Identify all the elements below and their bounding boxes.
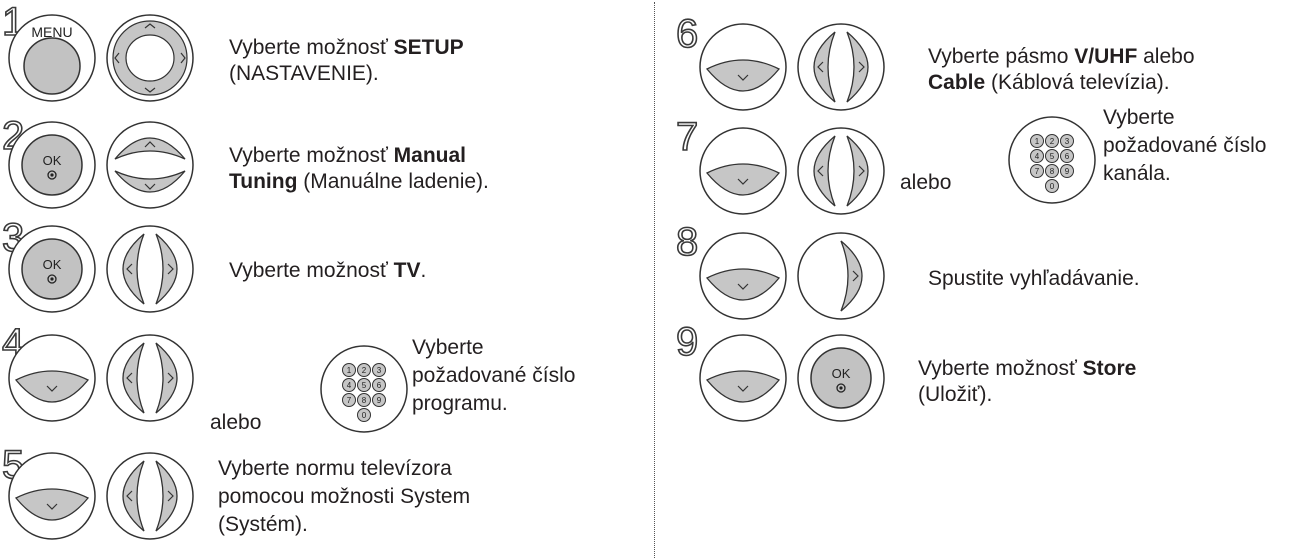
down-button[interactable] xyxy=(6,452,98,540)
column-divider xyxy=(654,2,655,558)
down-button[interactable] xyxy=(697,23,789,111)
keypad-key-2[interactable]: 2 xyxy=(357,363,371,377)
keypad-key-9[interactable]: 9 xyxy=(372,393,386,407)
ok-button[interactable]: OK xyxy=(6,121,98,209)
step-6-text: Vyberte pásmo V/UHF alebo Cable (Káblová… xyxy=(928,45,1195,94)
svg-text:2: 2 xyxy=(1050,137,1055,146)
alebo-text: alebo xyxy=(900,171,952,194)
svg-text:8: 8 xyxy=(1050,167,1055,176)
down-button[interactable] xyxy=(697,127,789,215)
svg-text:OK: OK xyxy=(43,153,62,168)
step-number: 9 xyxy=(675,320,699,364)
keypad-key-1[interactable]: 1 xyxy=(1030,134,1044,148)
keypad-key-8[interactable]: 8 xyxy=(357,393,371,407)
keypad-key-3[interactable]: 3 xyxy=(372,363,386,377)
keypad-key-3[interactable]: 3 xyxy=(1060,134,1074,148)
down-button[interactable] xyxy=(6,334,98,422)
keypad-key-7[interactable]: 7 xyxy=(342,393,356,407)
keypad-key-5[interactable]: 5 xyxy=(357,378,371,392)
step-1-text: Vyberte možnosť SETUP (NASTAVENIE). xyxy=(229,36,464,85)
svg-text:6: 6 xyxy=(1065,152,1070,161)
step-4-text: Vyberte požadované číslo programu. xyxy=(412,336,576,415)
svg-text:5: 5 xyxy=(1050,152,1055,161)
right-button[interactable] xyxy=(795,232,887,320)
step-5-text: Vyberte normu televízora pomocou možnost… xyxy=(218,457,471,536)
svg-text:3: 3 xyxy=(1065,137,1070,146)
number-keypad[interactable]: 1 2 3 4 5 6 7 8 9 0 xyxy=(1006,116,1098,204)
svg-text:OK: OK xyxy=(832,366,851,381)
up-down-button[interactable] xyxy=(104,121,196,209)
svg-text:4: 4 xyxy=(347,381,352,390)
step-3-text: Vyberte možnosť TV. xyxy=(229,259,427,282)
svg-text:0: 0 xyxy=(1050,182,1055,191)
ok-button[interactable]: OK xyxy=(795,334,887,422)
down-button[interactable] xyxy=(697,334,789,422)
left-right-button[interactable] xyxy=(795,23,887,111)
keypad-key-0[interactable]: 0 xyxy=(357,408,371,422)
left-right-button[interactable] xyxy=(104,334,196,422)
svg-text:2: 2 xyxy=(362,366,367,375)
svg-text:9: 9 xyxy=(1065,167,1070,176)
keypad-key-5[interactable]: 5 xyxy=(1045,149,1059,163)
keypad-key-0[interactable]: 0 xyxy=(1045,179,1059,193)
step-2-text: Vyberte možnosť Manual Tuning (Manuálne … xyxy=(229,144,489,193)
number-keypad[interactable]: 1 2 3 4 5 6 7 8 9 0 xyxy=(318,345,410,433)
down-button[interactable] xyxy=(697,232,789,320)
keypad-key-2[interactable]: 2 xyxy=(1045,134,1059,148)
step-8-text: Spustite vyhľadávanie. xyxy=(928,267,1140,290)
svg-text:3: 3 xyxy=(377,366,382,375)
svg-text:6: 6 xyxy=(377,381,382,390)
step-9-text: Vyberte možnosť Store (Uložiť). xyxy=(918,357,1137,406)
svg-text:5: 5 xyxy=(362,381,367,390)
keypad-key-6[interactable]: 6 xyxy=(372,378,386,392)
left-right-button[interactable] xyxy=(104,452,196,540)
left-right-button[interactable] xyxy=(104,225,196,313)
keypad-key-4[interactable]: 4 xyxy=(1030,149,1044,163)
step-number: 6 xyxy=(675,12,699,56)
svg-text:8: 8 xyxy=(362,396,367,405)
menu-button[interactable]: MENU xyxy=(6,14,98,102)
menu-label: MENU xyxy=(31,24,72,40)
svg-text:0: 0 xyxy=(362,411,367,420)
ok-button[interactable]: OK xyxy=(6,225,98,313)
step-7-text: Vyberte požadované číslo kanála. xyxy=(1103,106,1267,185)
keypad-key-4[interactable]: 4 xyxy=(342,378,356,392)
svg-text:9: 9 xyxy=(377,396,382,405)
svg-text:OK: OK xyxy=(43,257,62,272)
svg-text:7: 7 xyxy=(347,396,352,405)
step-number: 8 xyxy=(675,220,699,264)
step-number: 7 xyxy=(675,115,699,159)
alebo-text: alebo xyxy=(210,411,262,434)
keypad-key-7[interactable]: 7 xyxy=(1030,164,1044,178)
svg-text:4: 4 xyxy=(1035,152,1040,161)
left-right-button[interactable] xyxy=(795,127,887,215)
svg-text:1: 1 xyxy=(1035,137,1040,146)
svg-text:1: 1 xyxy=(347,366,352,375)
navigation-pad[interactable] xyxy=(104,14,196,102)
keypad-key-1[interactable]: 1 xyxy=(342,363,356,377)
keypad-key-9[interactable]: 9 xyxy=(1060,164,1074,178)
svg-text:7: 7 xyxy=(1035,167,1040,176)
keypad-key-6[interactable]: 6 xyxy=(1060,149,1074,163)
keypad-key-8[interactable]: 8 xyxy=(1045,164,1059,178)
